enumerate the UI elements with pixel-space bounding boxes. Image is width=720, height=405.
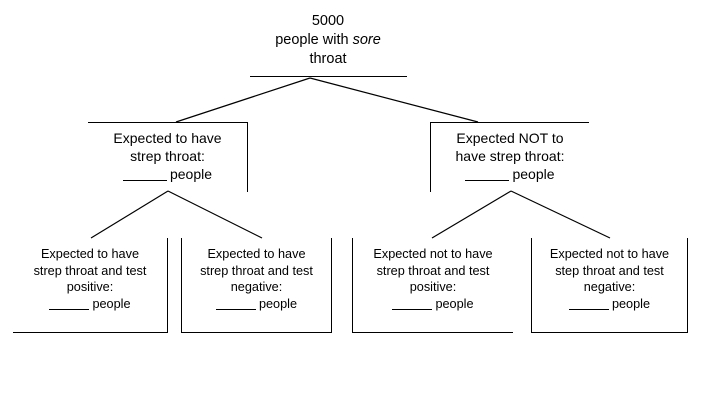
node-expected-strep: Expected to have strep throat: people (88, 122, 248, 192)
not-strep-test-positive-line-1: Expected not to have (373, 247, 493, 261)
not-strep-test-positive-line-3: positive: (409, 280, 457, 294)
not-strep-test-negative-line-3: negative: (583, 280, 636, 294)
expected-strep-line-2: strep throat: (130, 148, 205, 165)
strep-test-negative-blank[interactable] (215, 308, 256, 310)
node-not-strep-test-negative: Expected not to have step throat and tes… (531, 238, 688, 333)
connector-right-to-leaf3 (510, 190, 611, 239)
expected-not-strep-blank[interactable] (465, 180, 510, 182)
root-count: 5000 (311, 13, 345, 29)
expected-strep-value-row: people (88, 165, 247, 183)
strep-test-negative-line-1: Expected to have (207, 247, 306, 261)
not-strep-test-negative-line-1: Expected not to have (549, 247, 670, 261)
connector-right-to-leaf2 (431, 190, 512, 239)
node-strep-test-positive: Expected to have strep throat and test p… (13, 238, 168, 333)
connector-left-to-leaf0 (90, 190, 169, 239)
node-expected-not-strep: Expected NOT to have strep throat: peopl… (430, 122, 589, 192)
strep-test-positive-line-2: strep throat and test (33, 263, 147, 278)
strep-test-negative-value-row: people (182, 296, 331, 313)
node-root: 5000 people with sore throat (228, 12, 428, 72)
strep-test-positive-line-3: positive: (66, 280, 114, 294)
connector-root-to-right (309, 77, 479, 123)
strep-test-negative-line-2: strep throat and test (200, 263, 313, 278)
strep-test-negative-blank-label: people (258, 296, 298, 311)
not-strep-test-positive-line-2: strep throat and test (376, 263, 490, 278)
expected-not-strep-blank-label: people (512, 166, 555, 183)
expected-strep-blank-label: people (169, 166, 213, 183)
strep-test-positive-blank[interactable] (49, 308, 90, 310)
node-not-strep-test-positive: Expected not to have strep throat and te… (352, 238, 513, 333)
not-strep-test-positive-value-row: people (353, 296, 513, 313)
not-strep-test-negative-blank-label: people (611, 296, 651, 311)
root-line-2-emphasis: sore (352, 31, 381, 48)
strep-test-positive-line-1: Expected to have (40, 247, 140, 261)
root-line-2-prefix: people with (275, 31, 353, 48)
strep-test-positive-value-row: people (13, 296, 167, 313)
root-line-2: people with sore (228, 31, 428, 50)
expected-strep-blank[interactable] (122, 180, 167, 182)
strep-test-positive-blank-label: people (92, 296, 131, 311)
expected-not-strep-line-2: have strep throat: (455, 148, 565, 165)
node-strep-test-negative: Expected to have strep throat and test n… (181, 238, 332, 333)
root-underline-rule (250, 76, 407, 77)
expected-not-strep-value-row: people (431, 165, 589, 183)
expected-strep-line-1: Expected to have (113, 130, 222, 146)
not-strep-test-negative-value-row: people (532, 296, 687, 313)
not-strep-test-negative-line-2: step throat and test (555, 263, 664, 278)
not-strep-test-positive-blank[interactable] (392, 308, 433, 310)
connector-left-to-leaf1 (167, 190, 263, 239)
strep-test-negative-line-3: negative: (230, 280, 283, 294)
connector-root-to-left (175, 77, 311, 123)
not-strep-test-negative-blank[interactable] (568, 308, 609, 310)
not-strep-test-positive-blank-label: people (435, 296, 474, 311)
root-line-3: throat (309, 50, 347, 67)
expected-not-strep-line-1: Expected NOT to (456, 130, 564, 146)
